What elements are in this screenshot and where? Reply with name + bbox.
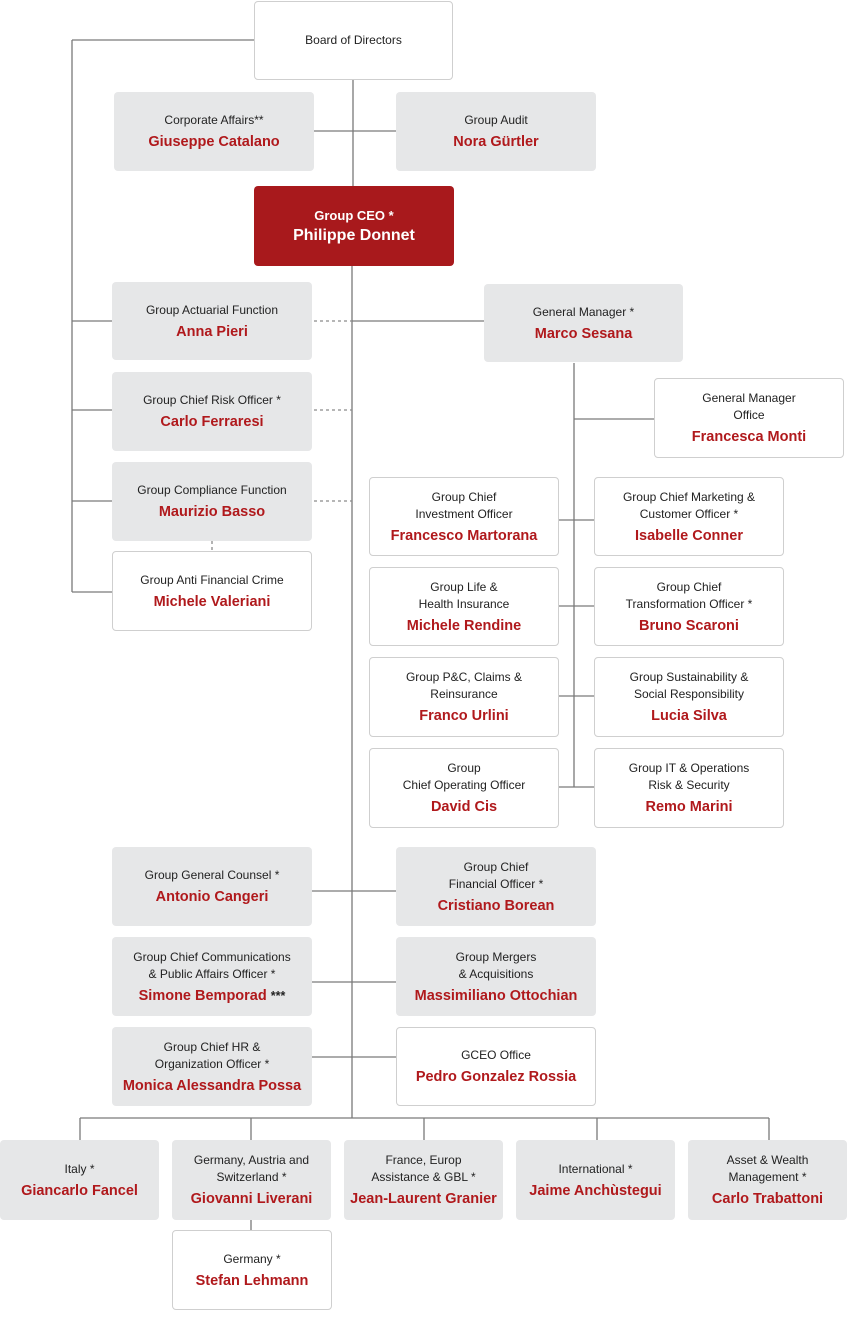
germany-role: Germany * [223,1251,281,1266]
anti-financial-crime-box: Group Anti Financial Crime Michele Valer… [112,551,312,631]
group-ceo-name: Philippe Donnet [293,227,415,244]
ma-role: Group Mergers & Acquisitions [455,949,537,981]
international-box: International * Jaime Anchùstegui [516,1140,675,1220]
sustainability-box: Group Sustainability & Social Responsibi… [594,657,784,737]
compliance-name: Maurizio Basso [158,504,266,520]
sustainability-role: Group Sustainability & Social Responsibi… [629,670,749,701]
actuarial-name: Anna Pieri [176,323,248,340]
risk-name: Carlo Ferraresi [160,414,264,430]
dach-box: Germany, Austria and Switzerland * Giova… [172,1140,331,1220]
france-role: France, Europ Assistance & GBL * [371,1153,476,1184]
asset-wealth-name: Carlo Trabattoni [711,1191,824,1207]
cfo-name: Cristiano Borean [437,897,555,914]
sustainability-name: Lucia Silva [651,708,727,724]
general-manager-office-box: General Manager Office Francesca Monti [654,378,844,458]
chief-risk-officer-box: Group Chief Risk Officer * Carlo Ferrare… [112,372,312,451]
pc-claims-box: Group P&C, Claims & Reinsurance Franco U… [369,657,559,737]
marketing-role: Group Chief Marketing & Customer Officer… [622,489,756,521]
board-role: Board of Directors [305,33,402,47]
communications-role: Group Chief Communications & Public Affa… [133,949,291,981]
mergers-acquisitions-box: Group Mergers & Acquisitions Massimilian… [396,937,596,1016]
asset-wealth-box: Asset & Wealth Management * Carlo Trabat… [688,1140,847,1220]
dach-role: Germany, Austria and Switzerland * [193,1153,310,1184]
group-audit-box: Group Audit Nora Gürtler [396,92,596,171]
corporate-affairs-name: Giuseppe Catalano [148,134,280,150]
investment-officer-box: Group Chief Investment Officer Francesco… [369,477,559,556]
general-counsel-box: Group General Counsel * Antonio Cangeri [112,847,312,926]
communications-name-row: Simone Bemporad *** [139,987,286,1005]
marketing-name: Isabelle Conner [635,527,743,544]
coo-name: David Cis [430,799,498,815]
transformation-name: Bruno Scaroni [639,617,739,634]
cfo-role: Group Chief Financial Officer * [448,859,544,891]
germany-name: Stefan Lehmann [195,1272,309,1289]
france-name: Jean-Laurent Granier [350,1191,497,1207]
gm-office-role: General Manager Office [702,391,796,422]
group-ceo-box: Group CEO * Philippe Donnet [254,186,454,266]
investment-role: Group Chief Investment Officer [415,489,513,521]
communications-box: Group Chief Communications & Public Affa… [112,937,312,1016]
risk-role: Group Chief Risk Officer * [143,393,281,407]
international-name: Jaime Anchùstegui [529,1182,662,1199]
transformation-role: Group Chief Transformation Officer * [625,579,753,611]
communications-name: Simone Bemporad [138,987,267,1004]
investment-name: Francesco Martorana [390,527,538,544]
hr-role: Group Chief HR & Organization Officer * [154,1039,270,1071]
group-ceo-role: Group CEO * [314,208,394,223]
general-counsel-role: Group General Counsel * [144,868,280,882]
corporate-affairs-role: Corporate Affairs** [164,113,264,127]
pc-claims-role: Group P&C, Claims & Reinsurance [405,670,523,701]
group-audit-role: Group Audit [464,113,528,127]
it-operations-box: Group IT & Operations Risk & Security Re… [594,748,784,828]
cfo-box: Group Chief Financial Officer * Cristian… [396,847,596,926]
italy-role: Italy * [64,1161,95,1176]
anti-financial-crime-name: Michele Valeriani [153,593,271,610]
gceo-office-name: Pedro Gonzalez Rossia [415,1069,577,1085]
it-ops-role: Group IT & Operations Risk & Security [628,761,750,792]
pc-claims-name: Franco Urlini [419,708,509,724]
life-health-role: Group Life & Health Insurance [418,579,510,611]
anti-financial-crime-role: Group Anti Financial Crime [140,572,284,587]
dach-name: Giovanni Liverani [190,1191,313,1207]
gm-office-name: Francesca Monti [691,429,807,445]
general-manager-role: General Manager * [532,304,635,319]
france-box: France, Europ Assistance & GBL * Jean-La… [344,1140,503,1220]
italy-box: Italy * Giancarlo Fancel [0,1140,159,1220]
ma-name: Massimiliano Ottochian [414,987,578,1004]
italy-name: Giancarlo Fancel [21,1182,138,1199]
life-health-box: Group Life & Health Insurance Michele Re… [369,567,559,646]
transformation-officer-box: Group Chief Transformation Officer * Bru… [594,567,784,646]
general-manager-box: General Manager * Marco Sesana [484,284,683,362]
international-role: International * [558,1161,633,1176]
general-counsel-name: Antonio Cangeri [155,889,269,905]
asset-wealth-role: Asset & Wealth Management * [726,1153,809,1184]
coo-box: Group Chief Operating Officer David Cis [369,748,559,828]
gceo-office-role: GCEO Office [461,1048,531,1062]
compliance-role: Group Compliance Function [137,483,287,497]
marketing-officer-box: Group Chief Marketing & Customer Officer… [594,477,784,556]
group-audit-name: Nora Gürtler [453,134,539,150]
coo-role: Group Chief Operating Officer [402,761,526,792]
hr-officer-box: Group Chief HR & Organization Officer * … [112,1027,312,1106]
it-ops-name: Remo Marini [645,799,733,815]
life-health-name: Michele Rendine [406,617,522,634]
gceo-office-box: GCEO Office Pedro Gonzalez Rossia [396,1027,596,1106]
actuarial-function-box: Group Actuarial Function Anna Pieri [112,282,312,360]
communications-suffix: *** [270,988,286,1003]
hr-name: Monica Alessandra Possa [122,1077,302,1094]
board-of-directors-box: Board of Directors [254,1,453,80]
actuarial-role: Group Actuarial Function [145,302,279,317]
corporate-affairs-box: Corporate Affairs** Giuseppe Catalano [114,92,314,171]
compliance-function-box: Group Compliance Function Maurizio Basso [112,462,312,541]
germany-box: Germany * Stefan Lehmann [172,1230,332,1310]
general-manager-name: Marco Sesana [534,325,633,342]
